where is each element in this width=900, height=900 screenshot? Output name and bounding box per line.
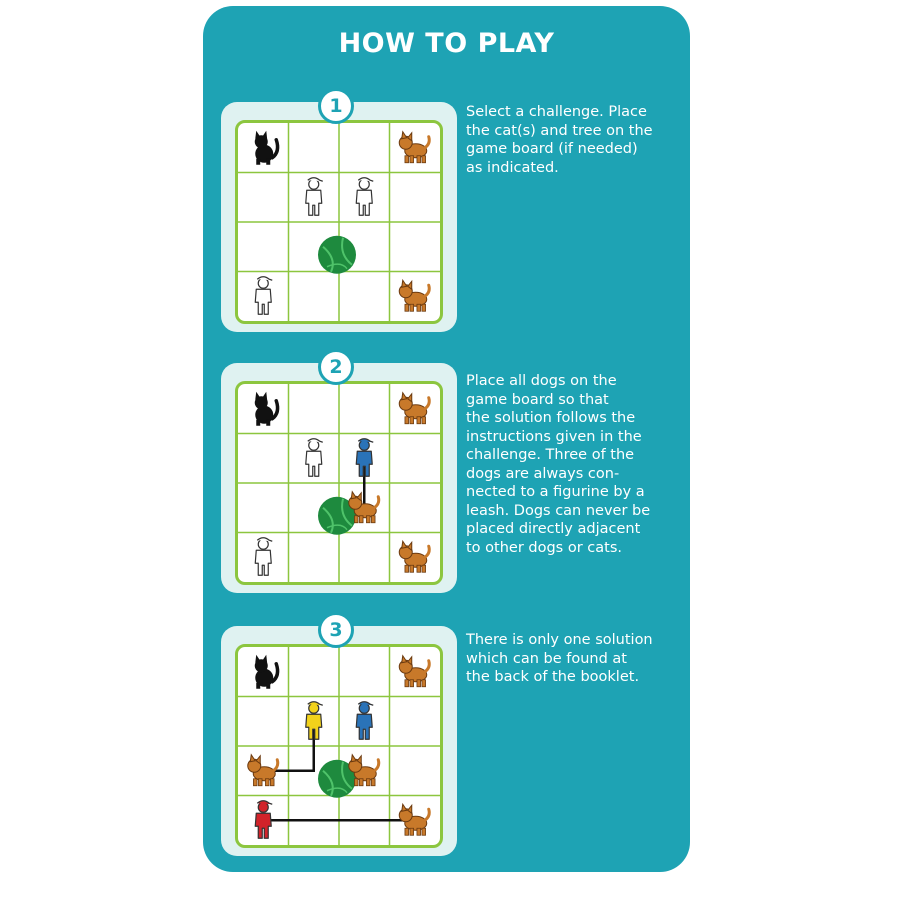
dog-icon bbox=[398, 391, 431, 425]
dog-icon bbox=[348, 490, 381, 524]
step-3-number-badge: 3 bbox=[318, 612, 354, 648]
person-figurine-icon-white bbox=[305, 438, 323, 477]
step-1-board-frame: 1 bbox=[221, 88, 457, 332]
game-board-step-3 bbox=[235, 644, 443, 848]
page-title: HOW TO PLAY bbox=[338, 28, 555, 59]
person-figurine-icon-blue bbox=[355, 438, 374, 477]
cat-icon bbox=[254, 391, 280, 426]
board-grid bbox=[238, 384, 440, 582]
dog-icon bbox=[398, 278, 431, 312]
game-board-step-2 bbox=[235, 381, 443, 585]
dog-icon bbox=[398, 130, 431, 164]
person-figurine-icon-white bbox=[355, 177, 374, 216]
person-figurine-icon-white bbox=[305, 177, 323, 216]
cat-icon bbox=[254, 130, 280, 165]
board-grid bbox=[238, 647, 440, 845]
tree-icon bbox=[318, 496, 356, 535]
person-figurine-icon-white bbox=[254, 537, 273, 576]
step-2-number-badge: 2 bbox=[318, 349, 354, 385]
step-1-text: Select a challenge. Place the cat(s) and… bbox=[466, 104, 653, 176]
leash-line bbox=[263, 721, 315, 772]
tree-icon bbox=[318, 235, 356, 274]
step-2-text: Place all dogs on the game board so that… bbox=[466, 373, 651, 556]
dog-icon bbox=[398, 654, 431, 688]
dog-icon bbox=[348, 753, 381, 787]
person-figurine-icon-yellow bbox=[305, 701, 323, 740]
person-figurine-icon-red bbox=[254, 800, 273, 839]
step-3-board-frame: 3 bbox=[221, 612, 457, 856]
step-2-board-frame: 2 bbox=[221, 349, 457, 593]
dog-icon bbox=[398, 802, 431, 836]
tree-icon bbox=[318, 759, 356, 798]
step-1-number-badge: 1 bbox=[318, 88, 354, 124]
how-to-play-card: HOW TO PLAY 1 Select a challenge. Place … bbox=[203, 6, 690, 872]
dog-icon bbox=[398, 539, 431, 573]
game-board-step-1 bbox=[235, 120, 443, 324]
person-figurine-icon-blue bbox=[355, 701, 374, 740]
board-grid bbox=[238, 123, 440, 321]
step-3-text: There is only one solution which can be … bbox=[466, 632, 653, 685]
cat-icon bbox=[254, 654, 280, 689]
person-figurine-icon-white bbox=[254, 276, 273, 315]
dog-icon bbox=[247, 753, 280, 787]
